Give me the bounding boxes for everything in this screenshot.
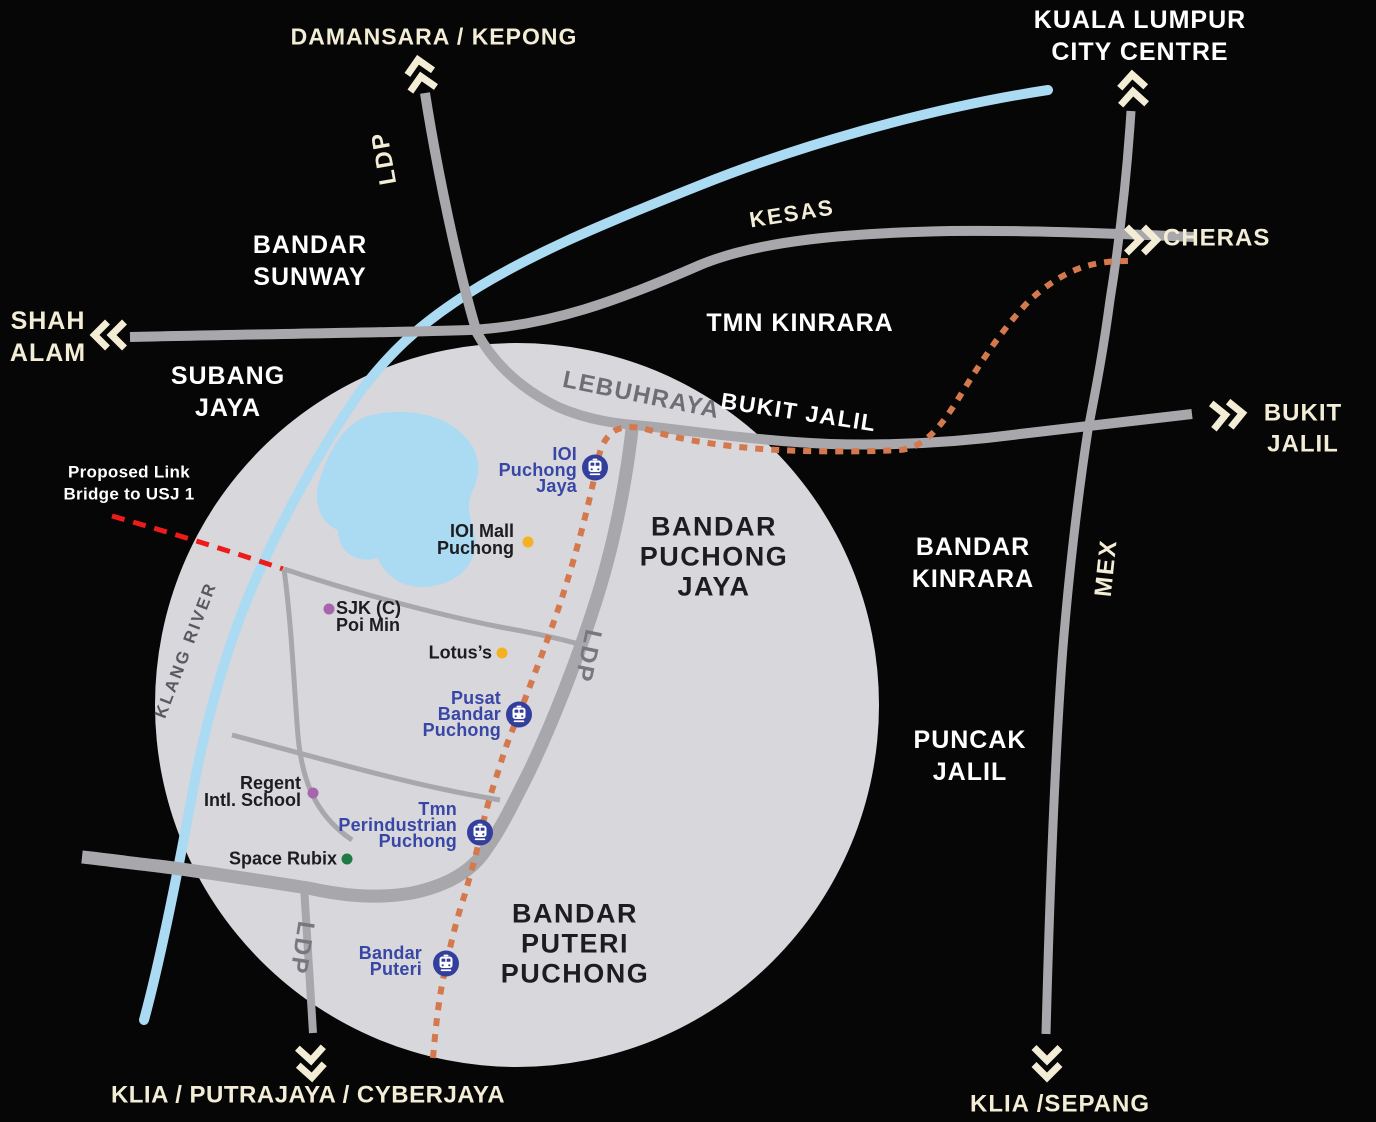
- train-icon: [506, 701, 532, 728]
- destination-damansara-kepong: DAMANSARA / KEPONG: [290, 23, 578, 50]
- train-icon: [582, 454, 608, 481]
- poi-dot-lotus: [496, 647, 508, 659]
- destination-shah-alam: SHAH ALAM: [9, 307, 87, 367]
- double-chevron-left-icon: [89, 319, 127, 351]
- proposed-bridge-dashed-line: [111, 513, 284, 572]
- ldp-klia-branch-line: [300, 885, 317, 1034]
- station-icon-tmn-perindustrian-puchong: [467, 819, 494, 851]
- train-icon: [433, 950, 459, 977]
- poi-dot-ioi-mall: [522, 536, 534, 548]
- area-bandar-kinrara: BANDAR KINRARA: [911, 533, 1035, 593]
- chevron-klcc: [1113, 68, 1153, 117]
- destination-bukit-jalil: BUKIT JALIL: [1263, 399, 1343, 457]
- area-tmn-kinrara: TMN KINRARA: [706, 309, 894, 337]
- double-chevron-down-icon: [1031, 1045, 1063, 1083]
- lrt-dotted-line: [430, 258, 1129, 1059]
- destination-kl-city-centre: KUALA LUMPUR CITY CENTRE: [1033, 6, 1247, 66]
- area-bandar-puchong-jaya: BANDAR PUCHONG JAYA: [639, 511, 789, 603]
- local-road-west: [281, 568, 354, 843]
- double-chevron-right-icon: [1209, 398, 1248, 432]
- chevron-klia-putrajaya: [291, 1036, 331, 1085]
- chevron-cheras: [1116, 221, 1163, 259]
- klang-river-line: [139, 85, 1053, 1025]
- double-chevron-down-icon: [295, 1044, 327, 1083]
- poi-label-regent-intl-school: Regent Intl. School: [204, 773, 301, 810]
- area-bandar-sunway: BANDAR SUNWAY: [252, 231, 368, 291]
- double-chevron-up-icon: [404, 54, 438, 94]
- poi-label-ioi-mall-puchong: IOI Mall Puchong: [437, 521, 514, 558]
- station-label-bandar-puteri: Bandar Puteri: [358, 943, 422, 979]
- poi-label-space-rubix: Space Rubix: [228, 848, 337, 869]
- destination-klia-putrajaya-cyberjaya: KLIA / PUTRAJAYA / CYBERJAYA: [110, 1081, 506, 1109]
- chevron-bukit-jalil: [1200, 394, 1251, 437]
- poi-dot-regent: [307, 787, 319, 799]
- station-icon-ioi-puchong-jaya: [582, 454, 609, 486]
- area-subang-jaya: SUBANG JAYA: [170, 362, 286, 422]
- area-bandar-puteri-puchong: BANDAR PUTERI PUCHONG: [500, 898, 650, 990]
- chevron-shah-alam: [89, 316, 136, 354]
- double-chevron-up-icon: [1117, 69, 1149, 108]
- mex-highway-line: [1041, 110, 1136, 1035]
- train-icon: [467, 819, 493, 846]
- station-icon-bandar-puteri: [433, 950, 460, 982]
- poi-label-lotus: Lotus’s: [428, 642, 492, 663]
- local-road-north: [283, 566, 583, 648]
- road-label-mex: MEX: [1089, 537, 1123, 599]
- chevron-damansara: [398, 51, 444, 104]
- lake-shape: [316, 411, 479, 587]
- area-puncak-jalil: PUNCAK JALIL: [913, 726, 1027, 786]
- poi-dot-space-rubix: [341, 853, 353, 865]
- station-label-pusat-bandar-puchong: Pusat Bandar Puchong: [422, 688, 501, 740]
- destination-klia-sepang: KLIA /SEPANG: [969, 1090, 1151, 1118]
- ldp-bukit-jalil-line: [420, 92, 1193, 450]
- chevron-klia-sepang: [1028, 1037, 1066, 1084]
- note-proposed-link-bridge: Proposed Link Bridge to USJ 1: [63, 462, 195, 503]
- station-icon-pusat-bandar-puchong: [506, 701, 533, 733]
- double-chevron-right-icon: [1124, 224, 1162, 256]
- station-label-ioi-puchong-jaya: IOI Puchong Jaya: [498, 444, 577, 496]
- poi-dot-sjk-poi-min: [323, 603, 335, 615]
- kesas-highway-line: [129, 225, 1197, 342]
- destination-cheras: CHERAS: [1163, 224, 1271, 252]
- station-label-tmn-perindustrian-puchong: Tmn Perindustrian Puchong: [338, 799, 457, 851]
- poi-label-sjk-poi-min: SJK (C) Poi Min: [336, 598, 402, 635]
- local-road-middle: [231, 732, 501, 803]
